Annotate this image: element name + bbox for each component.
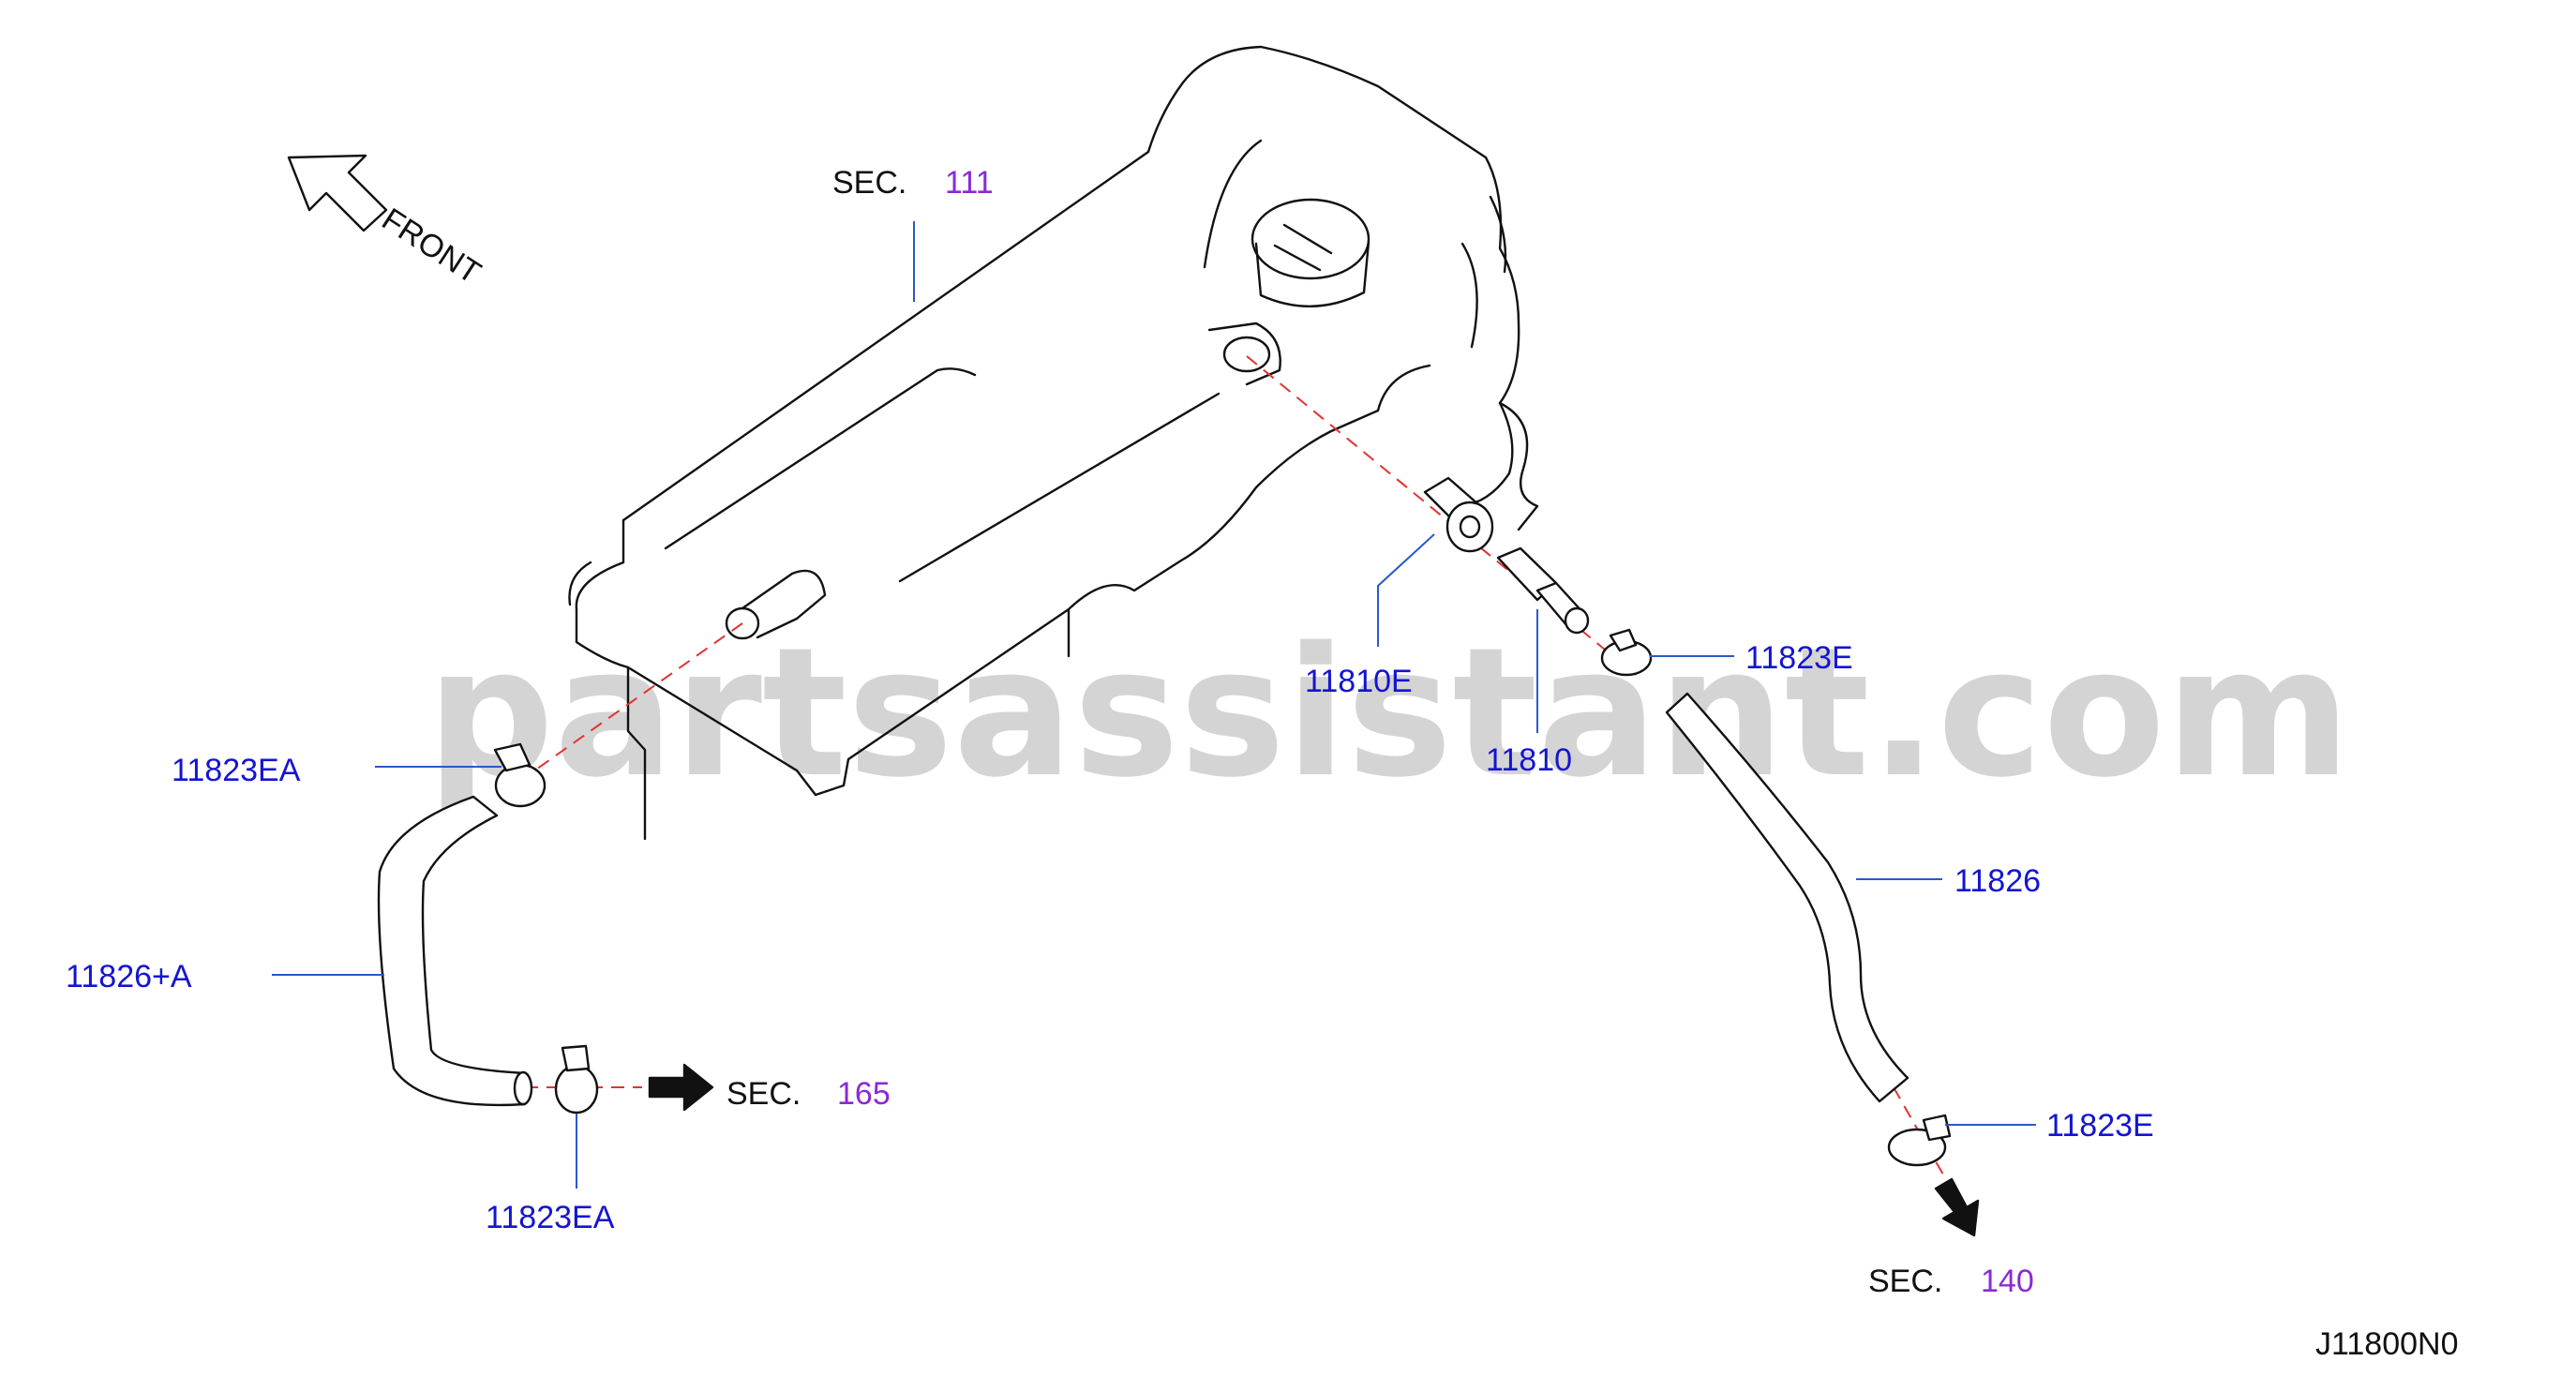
diagram-code: J11800N0: [2315, 1326, 2459, 1362]
clamp-11823ea-lower-drawing: [554, 1044, 599, 1114]
grommet-11810e-drawing: [1423, 476, 1494, 553]
leader-11810e: [1377, 533, 1435, 647]
part-label-11826[interactable]: 11826: [1954, 863, 2041, 899]
section-111-prefix: SEC.: [832, 165, 906, 201]
watermark: partsassistant.com: [427, 609, 2351, 816]
centerline-rear-port: [510, 622, 743, 788]
front-label: FRONT: [376, 202, 487, 292]
part-label-11826a[interactable]: 11826+A: [66, 959, 192, 995]
part-label-11810e[interactable]: 11810E: [1305, 664, 1413, 699]
pcv-valve-11810-drawing: [1496, 546, 1590, 635]
arrow-to-sec165-icon: [648, 1063, 714, 1112]
part-label-11823ea-lower[interactable]: 11823EA: [486, 1200, 615, 1235]
section-165-number[interactable]: 165: [837, 1076, 891, 1112]
part-label-11823ea-upper[interactable]: 11823EA: [172, 753, 301, 788]
front-arrow-icon: [287, 154, 388, 232]
clamp-11823ea-upper-drawing: [493, 742, 547, 808]
rocker-cover-drawing: [568, 45, 1539, 841]
section-111-number[interactable]: 111: [945, 165, 994, 201]
hose-11826-drawing: [1665, 692, 1910, 1103]
clamp-11823e-upper-drawing: [1600, 628, 1653, 677]
arrow-to-sec140-icon: [1934, 1177, 1980, 1237]
section-165-prefix: SEC.: [726, 1076, 801, 1112]
hose-11826a-drawing: [377, 795, 527, 1107]
part-label-11810[interactable]: 11810: [1486, 742, 1572, 778]
clamp-11823e-lower-drawing: [1887, 1114, 1952, 1167]
part-label-11823e-lower[interactable]: 11823E: [2046, 1108, 2154, 1144]
section-140-number[interactable]: 140: [1981, 1264, 2034, 1299]
section-140-prefix: SEC.: [1868, 1264, 1942, 1299]
hose-end-11826a-drawing: [513, 1070, 533, 1106]
part-label-11823e-upper[interactable]: 11823E: [1745, 640, 1853, 676]
